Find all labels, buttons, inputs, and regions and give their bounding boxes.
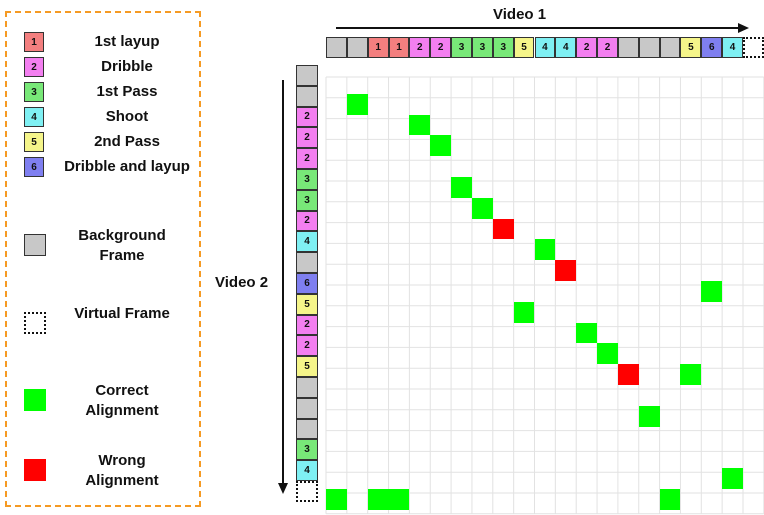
video2-frame: 2 bbox=[296, 335, 318, 357]
correct-alignment-mark bbox=[367, 489, 389, 510]
video2-frame: 2 bbox=[296, 210, 318, 232]
legend-label-4: Shoot bbox=[105, 108, 149, 125]
video2-frame: 5 bbox=[296, 293, 318, 315]
video2-frame: 2 bbox=[296, 106, 318, 128]
correct-alignment-mark bbox=[576, 322, 598, 344]
video2-frame bbox=[296, 65, 318, 86]
legend-panel: 1 1st layup 2 Dribble 3 1st Pass 4 Shoot 5 2nd Pa… bbox=[5, 11, 201, 507]
legend-label-virtual-frame: Virtual Frame bbox=[74, 305, 170, 322]
legend-label-wrong-alignment: Wrong Alignment bbox=[85, 452, 159, 489]
legend-label-2: Dribble bbox=[101, 58, 153, 75]
correct-alignment-mark bbox=[638, 405, 660, 427]
legend-swatch-virtual-frame bbox=[24, 312, 46, 334]
video2-frame: 4 bbox=[296, 231, 318, 253]
video2-frame: 6 bbox=[296, 273, 318, 294]
video2-frame bbox=[296, 397, 318, 419]
correct-alignment-mark bbox=[346, 93, 368, 115]
correct-alignment-mark bbox=[722, 468, 743, 489]
video2-frame bbox=[296, 85, 318, 107]
video2-frame: 2 bbox=[296, 148, 318, 169]
video2-frame: 2 bbox=[296, 127, 318, 149]
video1-frame: 4 bbox=[555, 37, 577, 58]
video1-frame bbox=[326, 37, 347, 58]
video1-frame: 2 bbox=[409, 37, 431, 58]
video1-frame: 2 bbox=[576, 37, 598, 58]
legend-label-5: 2nd Pass bbox=[94, 133, 160, 150]
video2-frame bbox=[296, 377, 318, 398]
video1-frame bbox=[638, 37, 660, 58]
correct-alignment-mark bbox=[659, 489, 681, 510]
video2-frame bbox=[296, 252, 318, 273]
video2-frame bbox=[296, 481, 318, 502]
video1-frame: 2 bbox=[597, 37, 618, 58]
video2-label: Video 2 bbox=[215, 274, 269, 291]
correct-alignment-mark bbox=[701, 281, 723, 302]
correct-alignment-mark bbox=[409, 114, 431, 136]
legend-swatch-wrong-alignment bbox=[24, 459, 46, 481]
wrong-alignment-mark bbox=[555, 260, 577, 281]
video1-frame: 4 bbox=[722, 37, 743, 58]
video2-frame: 3 bbox=[296, 439, 318, 461]
correct-alignment-mark bbox=[534, 239, 556, 261]
video1-frame: 3 bbox=[451, 37, 472, 58]
video1-frame: 3 bbox=[471, 37, 493, 58]
correct-alignment-mark bbox=[513, 301, 535, 323]
video2-frame: 3 bbox=[296, 189, 318, 211]
video1-frame bbox=[346, 37, 368, 58]
correct-alignment-mark bbox=[471, 197, 493, 219]
legend-swatch-background-frame bbox=[24, 234, 46, 256]
legend-label-correct-alignment: Correct Alignment bbox=[85, 382, 159, 419]
correct-alignment-mark bbox=[388, 489, 410, 510]
legend-swatch-5: 5 bbox=[24, 132, 44, 152]
legend-label-1: 1st layup bbox=[94, 33, 160, 50]
video1-frame bbox=[743, 37, 764, 58]
correct-alignment-mark bbox=[680, 364, 702, 385]
legend-label-background-frame: Background Frame bbox=[78, 227, 166, 264]
video1-frame bbox=[659, 37, 681, 58]
correct-alignment-mark bbox=[451, 177, 472, 198]
video1-frame: 1 bbox=[367, 37, 389, 58]
video2-frame: 4 bbox=[296, 460, 318, 481]
correct-alignment-mark bbox=[597, 343, 618, 365]
legend-label-6: Dribble and layup bbox=[64, 158, 190, 175]
legend-swatch-6: 6 bbox=[24, 157, 44, 177]
legend-swatch-correct-alignment bbox=[24, 389, 46, 411]
video1-frame: 5 bbox=[680, 37, 702, 58]
video1-frame bbox=[617, 37, 639, 58]
video1-frame: 5 bbox=[513, 37, 535, 58]
legend-swatch-3: 3 bbox=[24, 82, 44, 102]
video1-frame: 6 bbox=[701, 37, 723, 58]
video2-frame: 2 bbox=[296, 314, 318, 336]
legend-swatch-4: 4 bbox=[24, 107, 44, 127]
video2-frame: 5 bbox=[296, 356, 318, 377]
legend-swatch-2: 2 bbox=[24, 57, 44, 77]
video2-frame: 3 bbox=[296, 169, 318, 190]
correct-alignment-mark bbox=[430, 135, 452, 157]
video1-frame: 1 bbox=[388, 37, 410, 58]
wrong-alignment-mark bbox=[617, 364, 639, 385]
video2-frame bbox=[296, 418, 318, 440]
video1-frame: 2 bbox=[430, 37, 452, 58]
video1-frame: 4 bbox=[534, 37, 556, 58]
video1-label: Video 1 bbox=[493, 6, 547, 23]
video1-frame: 3 bbox=[492, 37, 514, 58]
legend-label-3: 1st Pass bbox=[96, 83, 158, 100]
wrong-alignment-mark bbox=[492, 218, 514, 240]
legend-swatch-1: 1 bbox=[24, 32, 44, 52]
correct-alignment-mark bbox=[326, 489, 347, 510]
